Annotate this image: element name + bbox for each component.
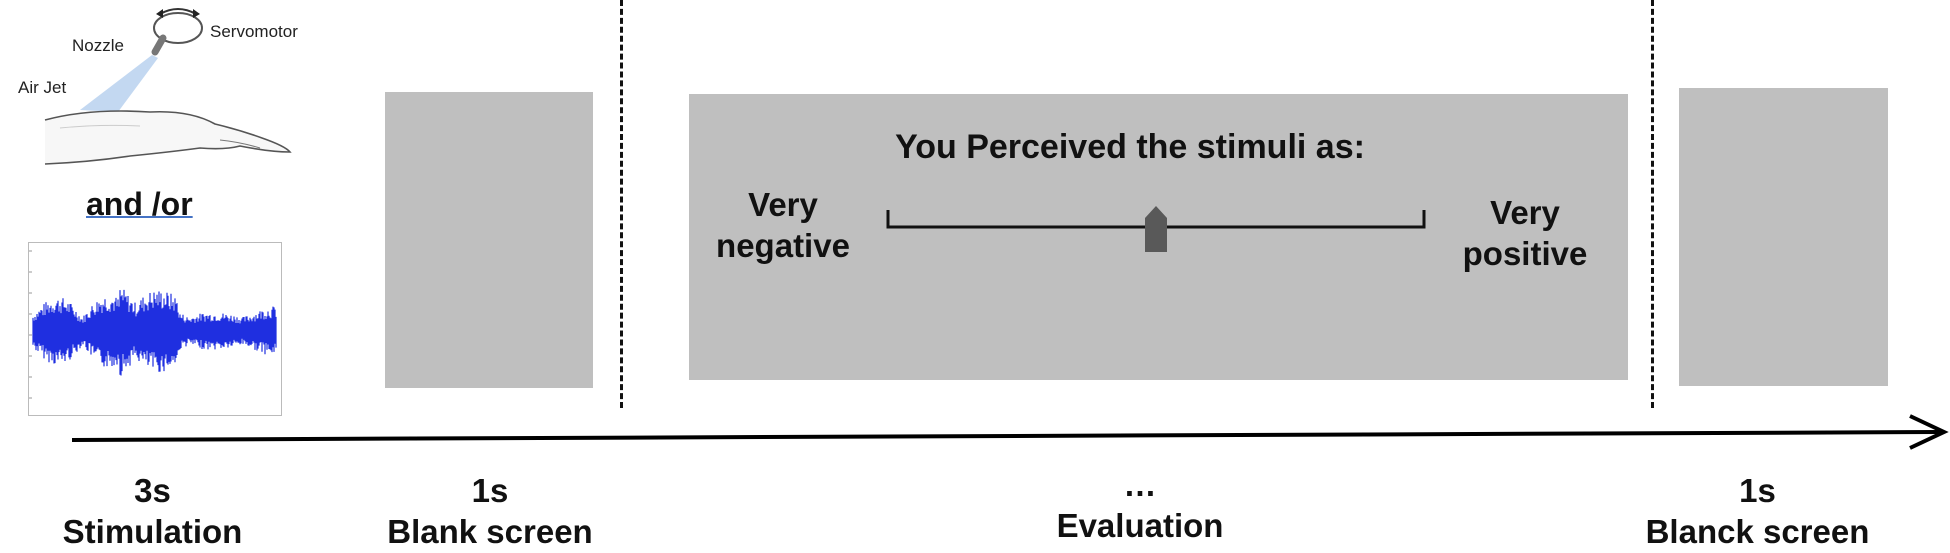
phase-label-stimulation: 3s Stimulation <box>30 470 275 553</box>
blank-screen-panel-2 <box>1679 88 1888 386</box>
phase-name: Blank screen <box>387 513 593 551</box>
nozzle-label: Nozzle <box>72 36 124 55</box>
positive-anchor-line1: Very <box>1490 194 1560 231</box>
positive-anchor-line2: positive <box>1462 235 1588 273</box>
waveform-svg <box>29 250 277 399</box>
phase-name: Blanck screen <box>1645 513 1870 551</box>
air-jet-label: Air Jet <box>18 78 67 97</box>
phase-name: Evaluation <box>1056 507 1224 545</box>
blank-screen-panel-1 <box>385 92 593 388</box>
audio-waveform-plot <box>28 242 282 416</box>
phase-duration: … <box>1123 466 1157 503</box>
very-negative-anchor: Very negative <box>698 184 868 267</box>
phase-duration: 1s <box>1739 472 1776 509</box>
and-or-text: and /or <box>86 186 193 222</box>
waveform-trace <box>32 289 277 376</box>
stimulation-illustration: Nozzle Servomotor Air Jet <box>0 0 360 170</box>
phase-duration: 3s <box>134 472 171 509</box>
rating-scale[interactable] <box>886 206 1426 256</box>
phase-label-blank-screen: 1s Blank screen <box>370 470 610 553</box>
timeline-arrow <box>71 414 1949 450</box>
servomotor-label: Servomotor <box>210 22 298 41</box>
separator-line-1 <box>620 0 623 408</box>
separator-line-2 <box>1651 0 1654 408</box>
evaluation-question: You Perceived the stimuli as: <box>895 128 1365 166</box>
and-or-connector: and /or <box>86 186 193 223</box>
negative-anchor-line1: Very <box>748 186 818 223</box>
negative-anchor-line2: negative <box>716 227 850 265</box>
arm-airjet-illustration <box>44 8 292 165</box>
very-positive-anchor: Very positive <box>1440 192 1610 275</box>
phase-label-evaluation: … Evaluation <box>1010 464 1270 547</box>
phase-duration: 1s <box>471 472 509 509</box>
phase-name: Stimulation <box>62 513 243 551</box>
slider-handle[interactable] <box>1145 206 1167 252</box>
phase-label-blanck-screen: 1s Blanck screen <box>1630 470 1885 553</box>
